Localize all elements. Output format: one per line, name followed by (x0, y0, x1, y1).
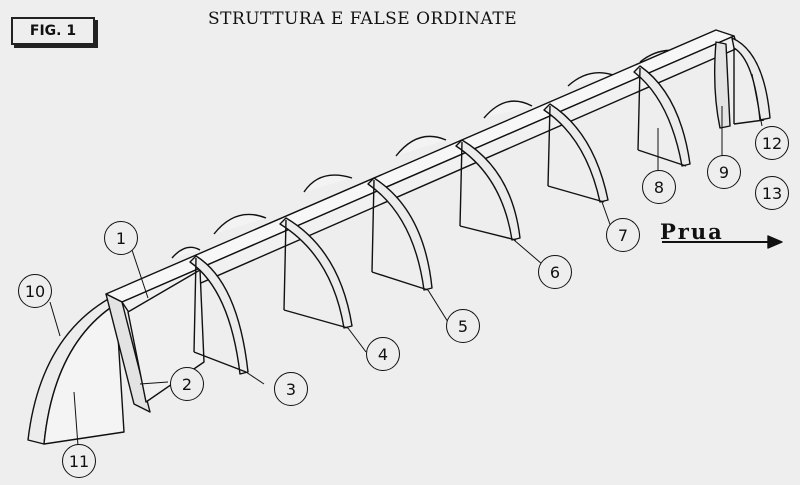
false-frames (189, 37, 771, 375)
frame-dome (483, 100, 533, 119)
keel-side (105, 293, 151, 413)
frame-dome (303, 174, 353, 193)
frame-dome (395, 135, 447, 157)
callout-7: 7 (606, 218, 640, 252)
callout-10: 10 (18, 274, 52, 308)
callout-9: 9 (707, 155, 741, 189)
callout-11: 11 (62, 444, 96, 478)
callout-8: 8 (642, 170, 676, 204)
callout-3: 3 (274, 372, 308, 406)
bow-arrow (662, 235, 783, 249)
callout-13: 13 (755, 176, 789, 210)
callout-6: 6 (538, 255, 572, 289)
callout-2: 2 (170, 367, 204, 401)
callout-4: 4 (366, 337, 400, 371)
callout-12: 12 (755, 126, 789, 160)
frame-dome (171, 246, 201, 259)
callout-1: 1 (104, 221, 138, 255)
frame-dome (213, 213, 267, 235)
diagram-title: STRUTTURA E FALSE ORDINATE (208, 9, 518, 29)
callout-5: 5 (446, 309, 480, 343)
figure-label: FIG. 1 (11, 17, 95, 45)
bow-direction-label: Prua (660, 219, 724, 244)
